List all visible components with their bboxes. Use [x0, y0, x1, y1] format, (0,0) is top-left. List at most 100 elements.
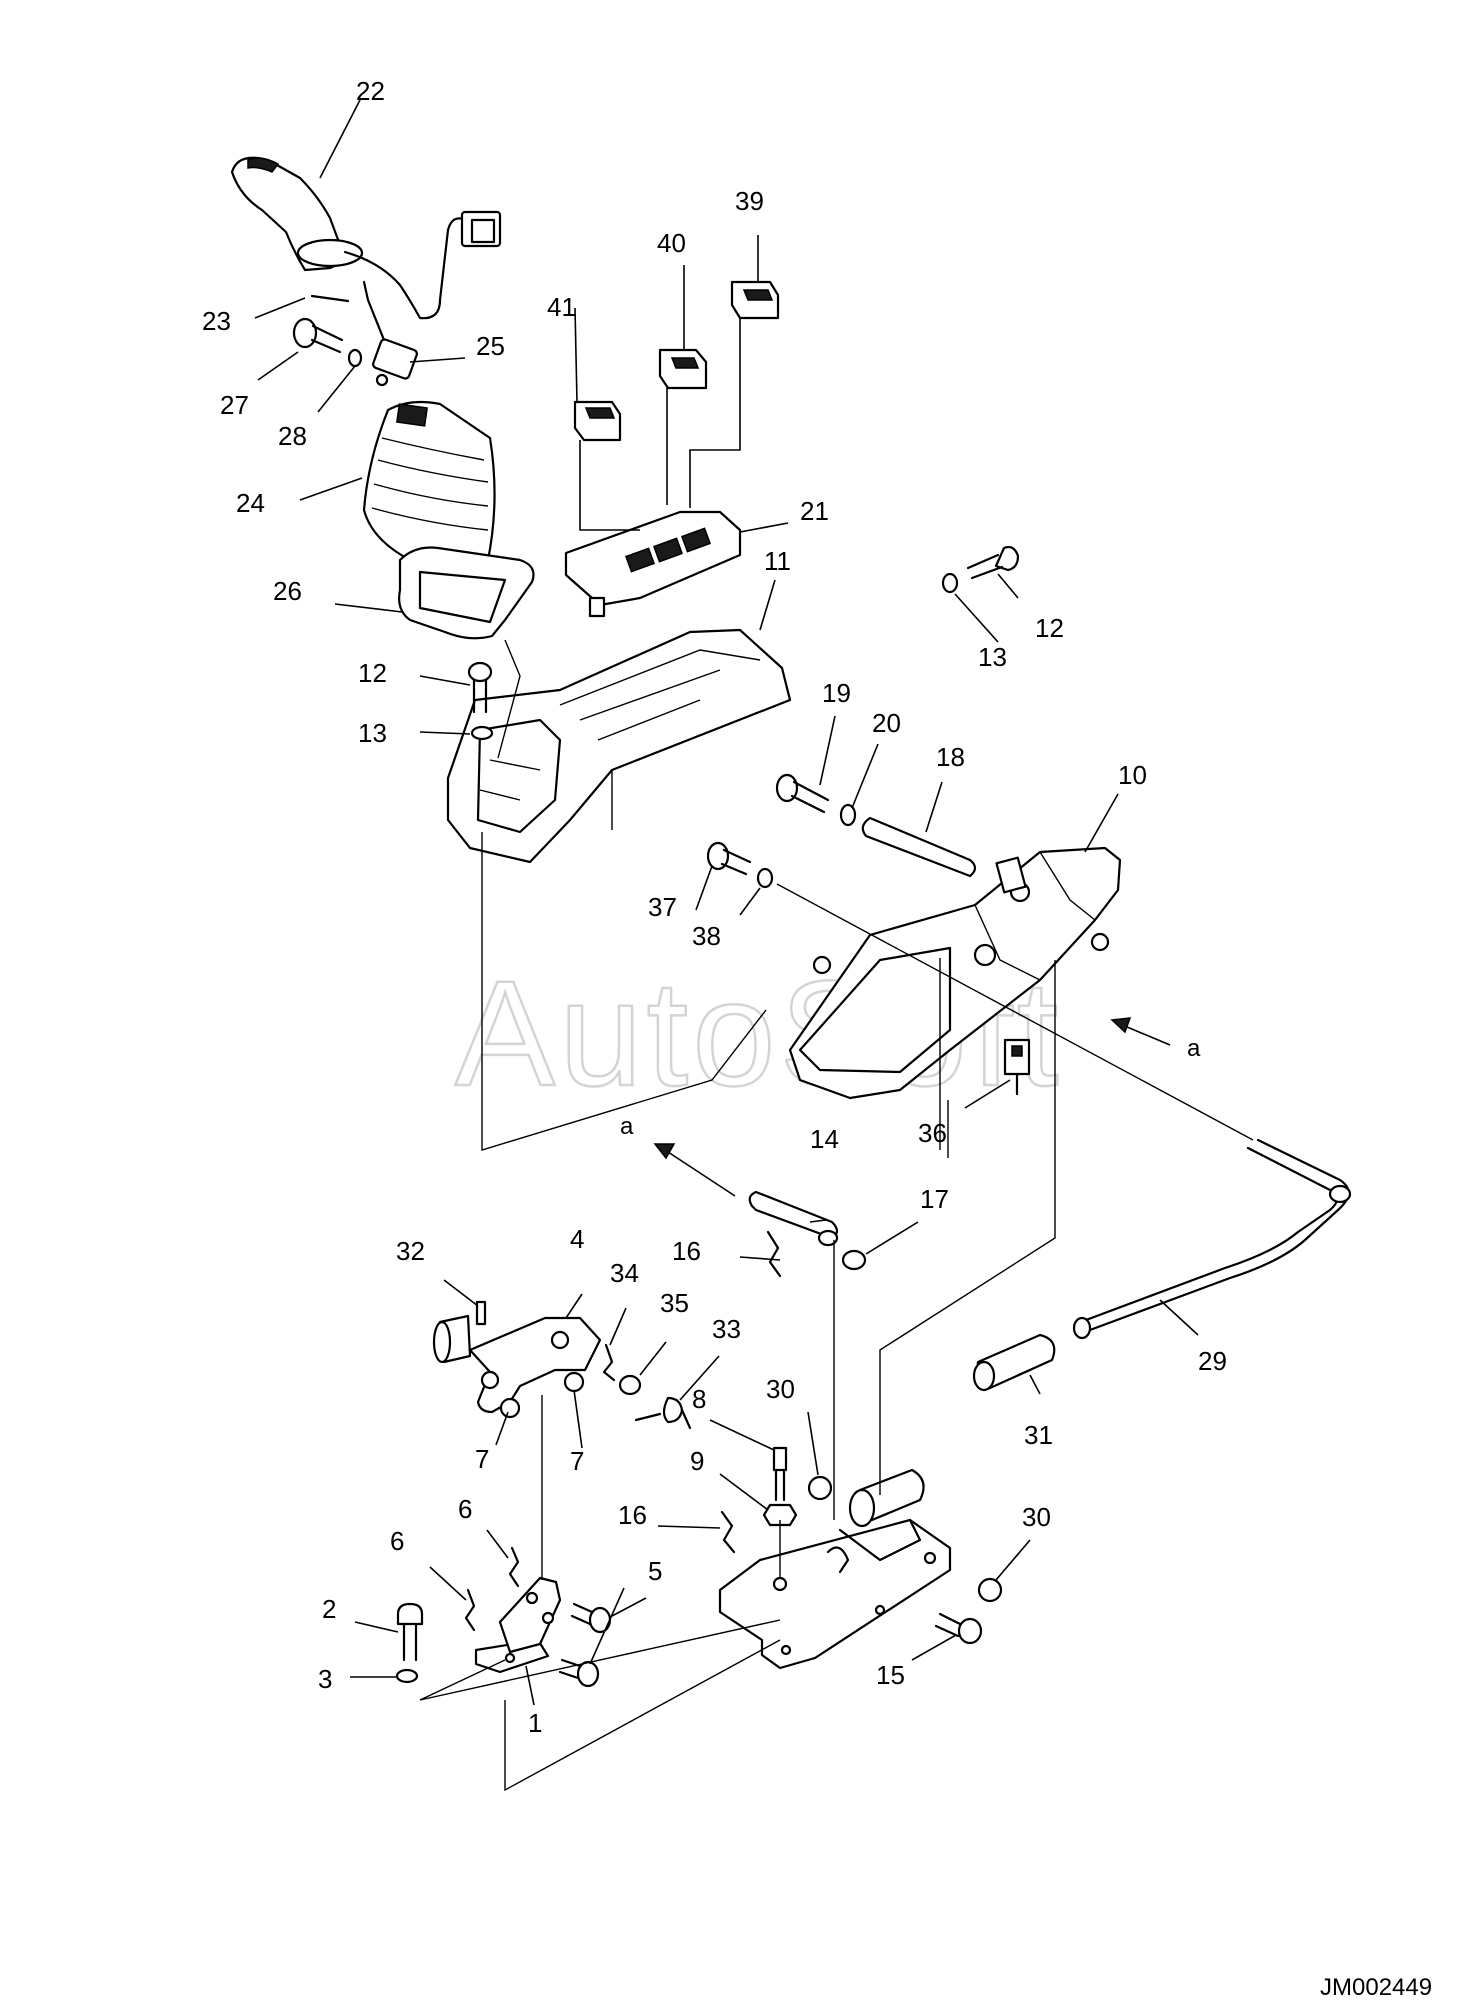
switch-panel-21	[564, 510, 742, 618]
switch-40	[658, 348, 708, 390]
callout-8: 8	[692, 1384, 706, 1414]
callout-36: 36	[918, 1118, 947, 1148]
nut-9	[762, 1503, 798, 1527]
callout-25: 25	[476, 331, 505, 361]
callout-14: 14	[810, 1124, 839, 1154]
clip-16-lower	[720, 1510, 736, 1554]
callout-7-left: 7	[475, 1444, 489, 1474]
bolt-8	[772, 1446, 788, 1502]
callout-18: 18	[936, 742, 965, 772]
sleeve-31	[972, 1333, 1056, 1392]
callout-30-lower: 30	[1022, 1502, 1051, 1532]
bolt-19	[775, 773, 830, 814]
bolt-5-lower	[558, 1658, 600, 1688]
washer-3	[395, 1668, 419, 1684]
callout-13-top: 13	[978, 642, 1007, 672]
callout-16-upper: 16	[672, 1236, 701, 1266]
base-plate	[718, 1468, 952, 1670]
rubber-boot-24	[362, 400, 496, 567]
clip-6-right	[508, 1546, 520, 1588]
spring-33	[634, 1396, 692, 1430]
callout-13-left: 13	[358, 718, 387, 748]
rod-14	[748, 1190, 839, 1247]
bracket-4	[432, 1314, 602, 1414]
console-housing-10	[788, 846, 1122, 1100]
bolt-12-left	[467, 661, 493, 714]
callout-20: 20	[872, 708, 901, 738]
callout-22: 22	[356, 76, 385, 106]
clip-16-upper	[766, 1230, 782, 1278]
washer-20	[839, 803, 857, 827]
pin-23	[310, 294, 350, 303]
assembly-lines	[419, 639, 1254, 1792]
callout-31: 31	[1024, 1420, 1053, 1450]
callout-39: 39	[735, 186, 764, 216]
bolt-37	[706, 841, 752, 876]
lever-rod-25	[362, 280, 418, 387]
washer-35	[618, 1374, 642, 1396]
bracket-1	[474, 1576, 562, 1674]
callout-23: 23	[202, 306, 231, 336]
console-cover-11	[446, 628, 792, 864]
callout-38: 38	[692, 921, 721, 951]
callout-3: 3	[318, 1664, 332, 1694]
callout-34: 34	[610, 1258, 639, 1288]
clip-6-left	[464, 1588, 476, 1632]
switch-39	[730, 280, 780, 320]
callout-30-upper: 30	[766, 1374, 795, 1404]
bolt-5-upper	[570, 1602, 612, 1634]
callout-41: 41	[547, 292, 576, 322]
washer-17	[841, 1249, 867, 1271]
switch-41	[573, 400, 622, 442]
view-ref-left: a	[620, 1113, 634, 1140]
callout-11: 11	[764, 546, 791, 576]
clip-34	[602, 1343, 616, 1382]
callout-21: 21	[800, 496, 829, 526]
washer-28	[347, 348, 363, 368]
callout-6-upper: 6	[458, 1494, 472, 1524]
callout-28: 28	[278, 421, 307, 451]
callout-27: 27	[220, 390, 249, 420]
callout-17: 17	[920, 1184, 949, 1214]
callout-10: 10	[1118, 760, 1147, 790]
view-arrow-right	[1110, 1017, 1171, 1046]
switch-36	[1003, 1038, 1031, 1096]
callout-19: 19	[822, 678, 851, 708]
view-arrow-left	[653, 1143, 736, 1197]
view-ref-right: a	[1187, 1035, 1201, 1062]
callout-40: 40	[657, 228, 686, 258]
callout-7-right: 7	[570, 1446, 584, 1476]
bushing-7-right	[563, 1371, 585, 1393]
callout-12-top: 12	[1035, 613, 1064, 643]
callout-5: 5	[648, 1556, 662, 1586]
bolt-15	[934, 1612, 983, 1645]
washer-38	[756, 867, 774, 889]
callout-24: 24	[236, 488, 265, 518]
callout-9: 9	[690, 1446, 704, 1476]
washer-13-left	[470, 725, 494, 741]
callout-15: 15	[876, 1660, 905, 1690]
boot-frame-26	[398, 546, 535, 640]
bolt-2	[396, 1602, 424, 1662]
bolt-27	[292, 317, 344, 354]
callout-16-lower: 16	[618, 1500, 647, 1530]
callout-35: 35	[660, 1288, 689, 1318]
callout-12-left: 12	[358, 658, 387, 688]
leader-lines	[254, 97, 1199, 1706]
callout-6-left: 6	[390, 1526, 404, 1556]
bushing-7-left	[499, 1397, 521, 1419]
lever-29	[1072, 1138, 1352, 1340]
joystick-grip	[230, 156, 502, 320]
callout-32: 32	[396, 1236, 425, 1266]
callout-labels: 22 23 25 27 28 24 26 41 40 39 21 11 12 1…	[202, 76, 1227, 1738]
callout-26: 26	[273, 576, 302, 606]
pin-18	[861, 816, 977, 878]
nut-30-lower	[977, 1577, 1003, 1603]
callout-4: 4	[570, 1224, 584, 1254]
callout-2: 2	[322, 1594, 336, 1624]
bolt-12-top	[966, 545, 1020, 580]
pin-32	[475, 1300, 487, 1326]
callout-29: 29	[1198, 1346, 1227, 1376]
callout-1: 1	[528, 1708, 542, 1738]
